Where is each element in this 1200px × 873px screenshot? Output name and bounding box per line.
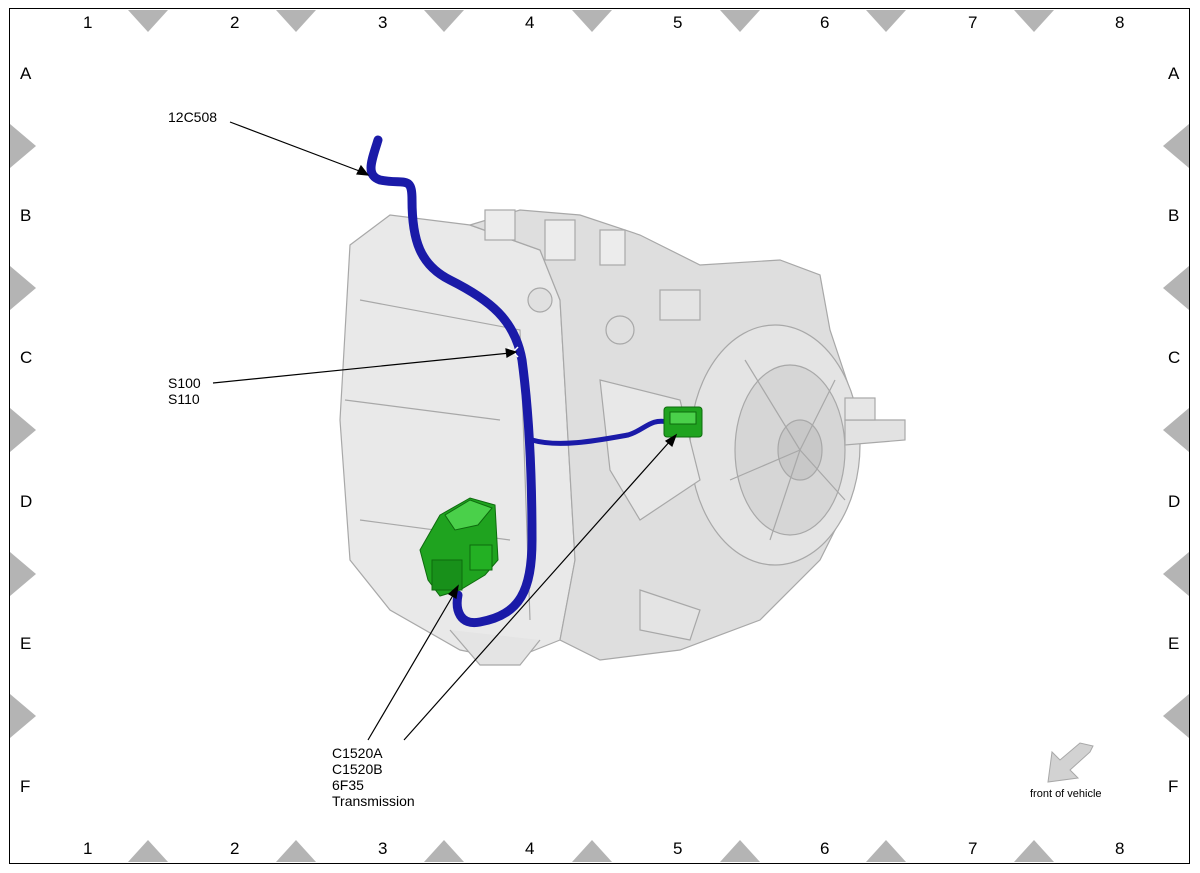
front-of-vehicle-arrow (1047, 742, 1094, 783)
row-label: E (1168, 634, 1180, 653)
callout-component-name: Transmission (332, 793, 415, 809)
column-label: 1 (83, 839, 93, 858)
row-label: C (20, 348, 33, 367)
column-label: 4 (525, 839, 535, 858)
row-label: B (20, 206, 32, 225)
column-label: 4 (525, 13, 535, 32)
row-label: B (1168, 206, 1180, 225)
column-label: 8 (1115, 839, 1125, 858)
front-of-vehicle-label: front of vehicle (1030, 788, 1102, 800)
row-label: D (20, 492, 33, 511)
row-label: F (1168, 777, 1179, 796)
column-label: 2 (230, 839, 240, 858)
row-label: C (1168, 348, 1181, 367)
connector-c1520b (663, 406, 703, 438)
leader-lines (212, 121, 678, 741)
row-label: D (1168, 492, 1181, 511)
wiring-harness (366, 135, 671, 628)
column-label: 7 (968, 839, 978, 858)
column-label: 1 (83, 13, 93, 32)
row-label: E (20, 634, 32, 653)
column-label: 7 (968, 13, 978, 32)
callout-connector-c1520b: C1520B (332, 761, 383, 777)
column-label: 5 (673, 13, 683, 32)
column-label: 6 (820, 839, 830, 858)
connector-c1520a (419, 497, 499, 597)
callout-splice-s110: S110 (168, 391, 200, 407)
callout-component-code: 6F35 (332, 777, 364, 793)
column-label: 3 (378, 13, 388, 32)
row-label: A (1168, 64, 1180, 83)
row-label: A (20, 64, 32, 83)
column-label: 8 (1115, 13, 1125, 32)
callout-splice-s100: S100 (168, 375, 201, 391)
column-label: 6 (820, 13, 830, 32)
column-label: 5 (673, 839, 683, 858)
column-label: 3 (378, 839, 388, 858)
grid-markers (10, 10, 1189, 862)
column-label: 2 (230, 13, 240, 32)
diagram-frame (9, 8, 1190, 864)
row-label: F (20, 777, 31, 796)
callout-connector-c1520a: C1520A (332, 745, 383, 761)
callout-harness: 12C508 (168, 109, 218, 125)
